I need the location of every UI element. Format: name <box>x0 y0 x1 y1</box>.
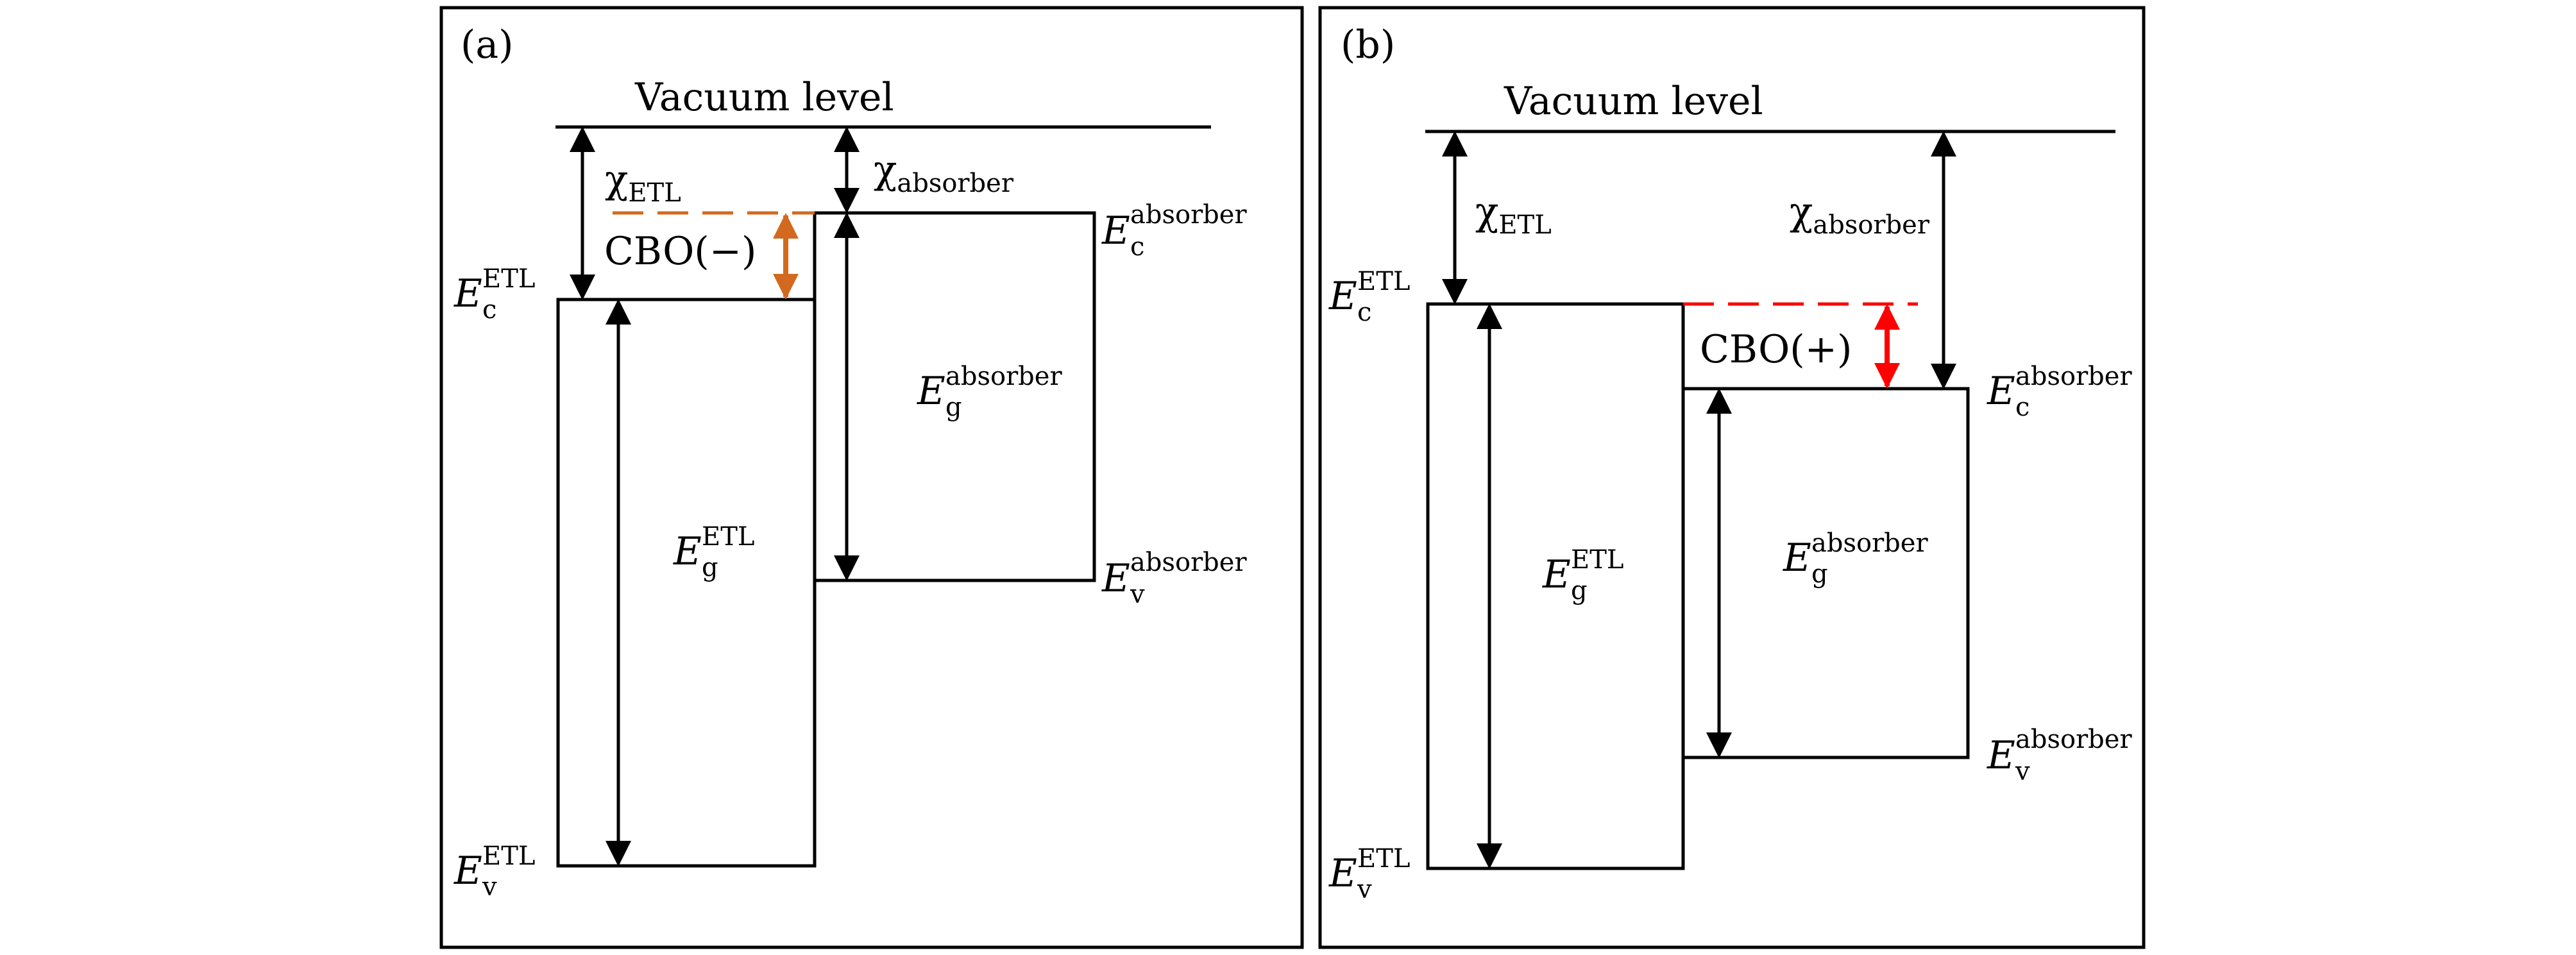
ev-etl-sup: ETL <box>1357 844 1410 874</box>
chi-absorber-label: χabsorber <box>874 148 1014 198</box>
eg-etl-label: E <box>673 529 702 574</box>
ec-absorber-sup: absorber <box>1130 200 1247 230</box>
absorber-band <box>813 211 1096 582</box>
ec-etl-sup: ETL <box>482 264 535 294</box>
ec-absorber-label: E <box>1987 369 2015 414</box>
cbo-label: CBO(−) <box>604 229 756 274</box>
eg-etl-sup: ETL <box>702 522 754 552</box>
chi-etl-label: χETL <box>605 157 681 208</box>
panel-b: (b) Vacuum level χETL χabsorber CBO(+) E… <box>1318 6 2146 949</box>
eg-absorber-sup: absorber <box>945 362 1062 391</box>
ec-etl-label: E <box>453 271 482 316</box>
panel-b-label: (b) <box>1341 22 1395 67</box>
vacuum-level-label: Vacuum level <box>1504 79 1763 124</box>
ec-etl-sub: c <box>1357 298 1371 327</box>
panel-b-frame <box>1318 6 2146 949</box>
ev-absorber-sup: absorber <box>1130 548 1247 577</box>
ev-etl-sub: v <box>482 872 497 902</box>
eg-etl-sup: ETL <box>1571 545 1623 575</box>
eg-absorber-sub: g <box>1811 559 1828 589</box>
panel-a-frame <box>439 6 1304 949</box>
ec-absorber-label: E <box>1101 208 1130 253</box>
ec-absorber-sub: c <box>1130 232 1144 262</box>
eg-etl-sub: g <box>702 553 718 582</box>
ev-absorber-label: E <box>1101 556 1130 601</box>
eg-absorber-label: E <box>917 369 945 414</box>
etl-band <box>556 298 817 868</box>
absorber-band <box>1681 387 1970 759</box>
eg-absorber-label: E <box>1783 536 1811 580</box>
vacuum-level-label: Vacuum level <box>634 75 894 120</box>
ec-absorber-sub: c <box>2015 393 2029 422</box>
ev-etl-label: E <box>1328 851 1357 896</box>
ev-etl-label: E <box>453 849 482 893</box>
panel-a-label: (a) <box>461 22 514 67</box>
ec-etl-label: E <box>1328 274 1357 319</box>
ec-absorber-sup: absorber <box>2015 362 2132 391</box>
ev-absorber-sub: v <box>2015 757 2030 786</box>
ev-absorber-sup: absorber <box>2015 725 2132 754</box>
chi-etl-label: χETL <box>1475 189 1552 240</box>
eg-etl-sub: g <box>1571 576 1588 605</box>
cbo-label: CBO(+) <box>1700 327 1852 372</box>
panel-a: (a) Vacuum level χETL χabsorber CBO(−) E… <box>439 6 1304 949</box>
eg-etl-label: E <box>1542 552 1571 597</box>
ev-absorber-sub: v <box>1130 580 1145 609</box>
eg-absorber-sup: absorber <box>1811 528 1928 558</box>
eg-absorber-sub: g <box>945 393 962 422</box>
chi-absorber-label: χabsorber <box>1790 189 1930 240</box>
ec-etl-sub: c <box>482 295 496 325</box>
ev-etl-sub: v <box>1357 875 1372 904</box>
ev-etl-sup: ETL <box>482 841 535 871</box>
ec-etl-sup: ETL <box>1357 267 1410 296</box>
ev-absorber-label: E <box>1987 733 2015 778</box>
